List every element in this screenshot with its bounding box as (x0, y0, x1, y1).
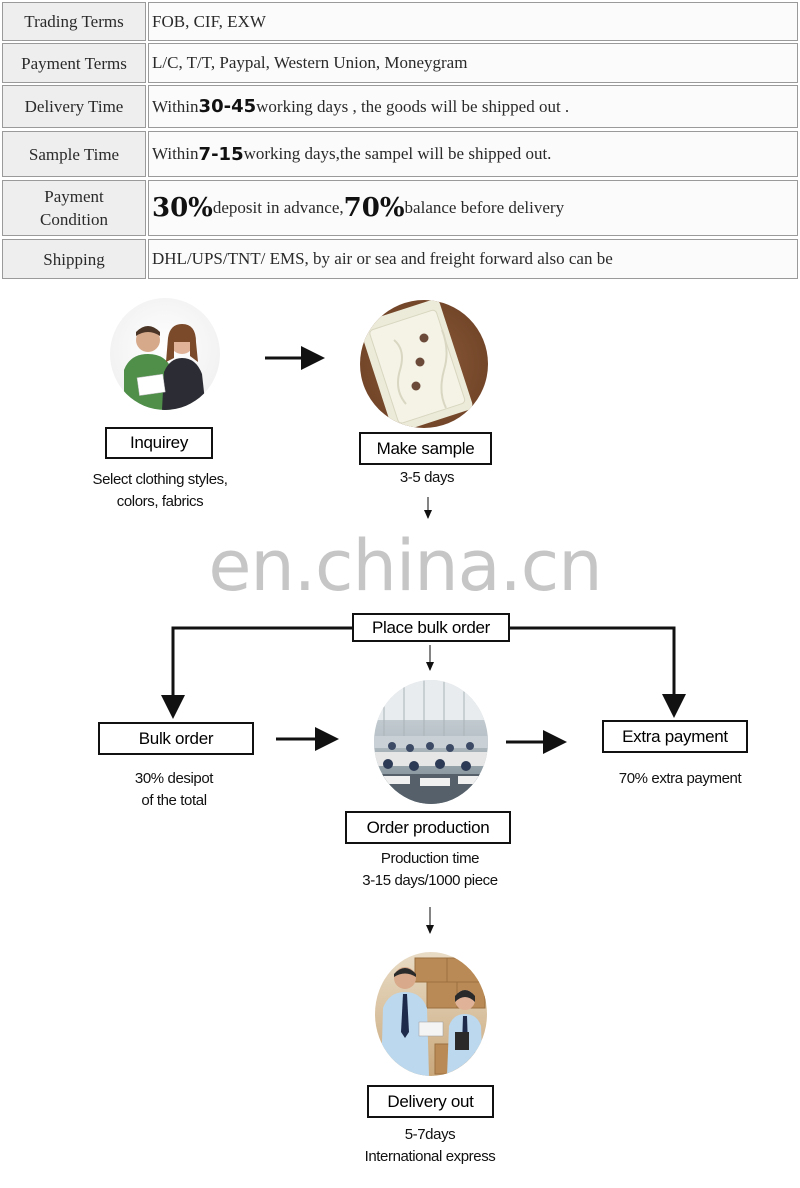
row-value: DHL/UPS/TNT/ EMS, by air or sea and frei… (148, 239, 798, 279)
bulk-order-caption: 30% desipot of the total (84, 768, 264, 812)
row-value: Within 7-15 working days,the sampel will… (148, 131, 798, 177)
value-text: deposit in advance, (212, 198, 344, 217)
sample-photo (360, 300, 488, 428)
table-row: Shipping DHL/UPS/TNT/ EMS, by air or sea… (0, 239, 800, 279)
row-label: Payment Condition (2, 180, 146, 236)
watermark: en.china.cn (208, 525, 602, 607)
package-icon (360, 300, 473, 428)
inquiry-box: Inquirey (105, 427, 213, 459)
row-label: Sample Time (2, 131, 146, 177)
row-label: Trading Terms (2, 2, 146, 41)
value-highlight: 7-15 (198, 143, 244, 165)
sample-caption: 3-5 days (399, 469, 455, 486)
customers-photo (110, 298, 220, 410)
factory-icon (374, 680, 488, 804)
caption-line: International express (364, 1148, 496, 1165)
order-production-box: Order production (345, 811, 511, 844)
delivery-out-box: Delivery out (367, 1085, 494, 1118)
caption-line: 5-7days (404, 1126, 456, 1143)
caption-line: Production time (380, 850, 480, 867)
row-label: Payment Terms (2, 43, 146, 83)
table-row: Payment Terms L/C, T/T, Paypal, Western … (0, 43, 800, 83)
factory-photo (374, 680, 488, 804)
row-label: Delivery Time (2, 85, 146, 128)
bulk-order-box: Bulk order (98, 722, 254, 755)
value-highlight: 30-45 (198, 96, 257, 117)
couriers-icon (381, 957, 486, 1076)
table-row: Sample Time Within 7-15 working days,the… (0, 131, 800, 177)
table-row: Delivery Time Within 30-45 working days … (0, 85, 800, 128)
value-text: balance before delivery (404, 198, 565, 217)
table-row: Trading Terms FOB, CIF, EXW (0, 2, 800, 41)
value-text: working days , the goods will be shipped… (256, 96, 570, 116)
row-value: L/C, T/T, Paypal, Western Union, Moneygr… (148, 43, 798, 83)
row-value: Within 30-45 working days , the goods wi… (148, 85, 798, 128)
delivery-photo (375, 952, 487, 1076)
caption-line: 30% desipot (134, 770, 214, 787)
value-text: working days,the sampel will be shipped … (243, 144, 552, 163)
delivery-caption: 5-7days International express (330, 1124, 530, 1168)
place-bulk-order-box: Place bulk order (352, 613, 510, 642)
extra-payment-caption: 70% extra payment (618, 770, 742, 787)
caption-line: Select clothing styles, (92, 471, 228, 488)
caption-line: 3-15 days/1000 piece (362, 872, 498, 889)
row-label: Shipping (2, 239, 146, 279)
arrow-to-bulk-order (161, 626, 352, 719)
arrow-to-extra-payment (510, 626, 686, 718)
caption-line: colors, fabrics (116, 493, 204, 510)
row-label-line: Payment (44, 187, 104, 206)
table-row: Payment Condition 30% deposit in advance… (0, 180, 800, 236)
caption-line: of the total (141, 792, 207, 809)
row-value: FOB, CIF, EXW (148, 2, 798, 41)
inquiry-caption: Select clothing styles, colors, fabrics (60, 469, 260, 513)
row-label-line: Condition (39, 210, 108, 229)
value-text: Within (152, 144, 199, 163)
extra-payment-box: Extra payment (602, 720, 748, 753)
make-sample-box: Make sample (359, 432, 492, 465)
production-caption: Production time 3-15 days/1000 piece (330, 848, 530, 892)
value-highlight: 70% (343, 193, 405, 223)
value-text: Within (152, 96, 199, 116)
value-highlight: 30% (152, 193, 213, 223)
row-value: 30% deposit in advance, 70% balance befo… (148, 180, 798, 236)
people-icon (124, 324, 206, 410)
